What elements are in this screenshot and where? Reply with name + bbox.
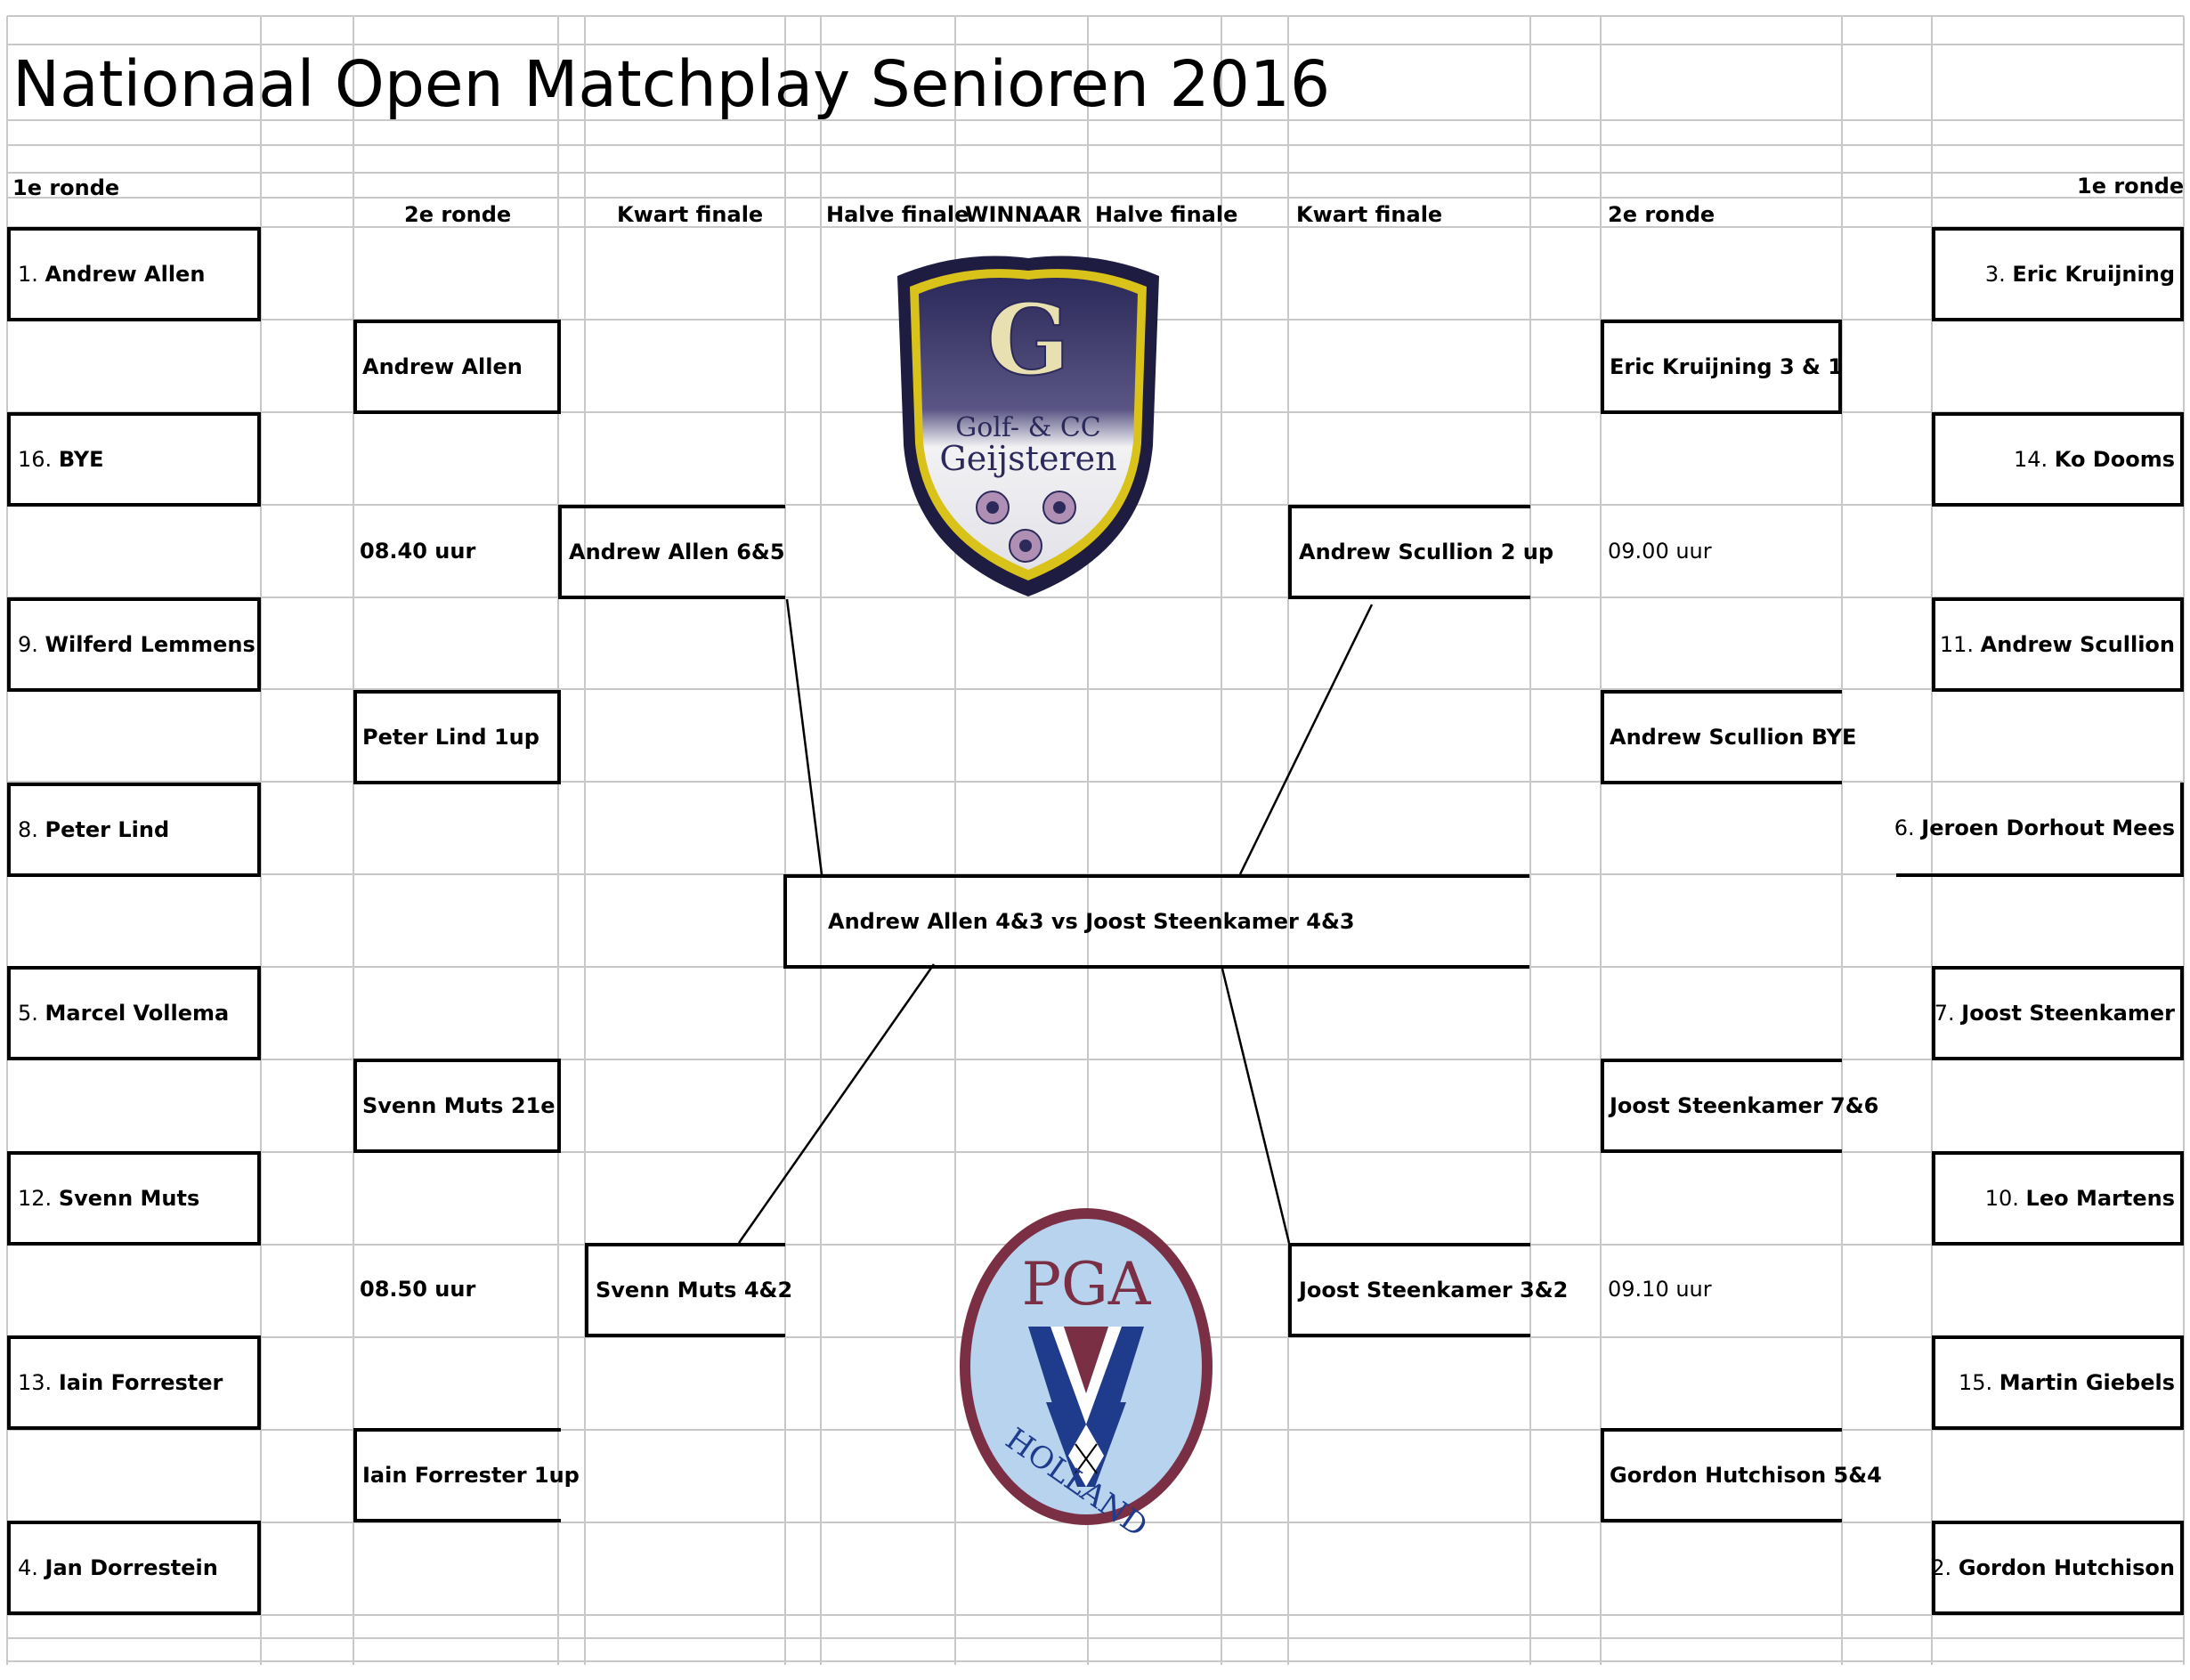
left-round1-slot-8: 4. Jan Dorrestein (7, 1521, 261, 1615)
seed-number: 15. (1958, 1370, 1993, 1395)
club-name-line1: Golf- & CC (955, 412, 1100, 443)
right-round1-slot-1: 3. Eric Kruijning (1932, 227, 2184, 321)
left-round1-slot-3: 9. Wilferd Lemmens (7, 597, 261, 692)
player-name: Ko Dooms (2054, 447, 2175, 472)
seed-number: 2. (1931, 1555, 1952, 1580)
player-name: Jeroen Dorhout Mees (1921, 816, 2175, 840)
header-right-round1: 1e ronde (2077, 174, 2185, 199)
left-round1-slot-5: 5. Marcel Vollema (7, 966, 261, 1060)
seed-number: 13. (18, 1370, 53, 1395)
seed-number: 3. (1984, 262, 2006, 287)
final-match: Andrew Allen 4&3 vs Joost Steenkamer 4&3 (783, 874, 1529, 969)
player-name: Peter Lind (45, 817, 170, 842)
right-round1-slot-3: 11. Andrew Scullion (1932, 597, 2184, 692)
right-round2-slot-1: Eric Kruijning 3 & 1 (1601, 320, 1843, 414)
player-name: Iain Forrester (58, 1370, 223, 1395)
right-round1-slot-2: 14. Ko Dooms (1932, 412, 2184, 507)
header-right-quarterfinal: Kwart finale (1296, 202, 1443, 227)
header-left-round2: 2e ronde (404, 202, 512, 227)
left-round1-slot-2: 16. BYE (7, 412, 261, 507)
right-round2-slot-4: Gordon Hutchison 5&4 (1601, 1428, 1882, 1522)
rose-icon (976, 491, 1076, 563)
left-round1-slot-4: 8. Peter Lind (7, 783, 261, 877)
player-name: Jan Dorrestein (45, 1555, 218, 1580)
right-tee-time-1: 09.00 uur (1608, 539, 1712, 564)
connector-right-qf2-to-final (1221, 968, 1291, 1244)
player-name: Svenn Muts (58, 1186, 200, 1211)
seed-number: 16. (18, 447, 53, 472)
pga-holland-logo: PGA HOLLAND (960, 1208, 1213, 1545)
seed-number: 1. (18, 262, 38, 287)
seed-number: 9. (18, 632, 38, 657)
player-name: BYE (58, 447, 104, 472)
right-round1-slot-5: 7. Joost Steenkamer (1932, 966, 2184, 1060)
right-tee-time-2: 09.10 uur (1608, 1277, 1712, 1302)
player-name: Martin Giebels (1999, 1370, 2175, 1395)
player-name: Gordon Hutchison (1958, 1555, 2175, 1580)
seed-number: 12. (18, 1186, 53, 1211)
club-shield-logo: G Golf- & CC Geijsteren (897, 256, 1159, 597)
player-name: Eric Kruijning (2012, 262, 2175, 287)
club-name-line2: Geijsteren (939, 439, 1116, 478)
seed-number: 10. (1984, 1186, 2019, 1211)
left-round2-slot-1: Andrew Allen (353, 320, 561, 414)
header-right-semifinal: Halve finale (1095, 202, 1238, 227)
header-left-quarterfinal: Kwart finale (617, 202, 764, 227)
left-round2-slot-2: Peter Lind 1up (353, 690, 561, 784)
header-winner: WINNAAR (965, 202, 1083, 227)
seed-number: 11. (1939, 632, 1975, 657)
seed-number: 8. (18, 817, 38, 842)
player-name: Andrew Allen (45, 262, 206, 287)
player-name: Wilferd Lemmens (45, 632, 256, 657)
connector-left-qf2-to-final (737, 963, 936, 1244)
right-round1-slot-6: 10. Leo Martens (1932, 1151, 2184, 1246)
player-name: Joost Steenkamer (1961, 1001, 2175, 1026)
pga-text: PGA (1022, 1250, 1152, 1319)
seed-number: 6. (1894, 816, 1915, 840)
left-quarterfinal-slot-2: Svenn Muts 4&2 (585, 1243, 792, 1337)
right-round1-slot-4: 6. Jeroen Dorhout Mees (1894, 783, 2184, 877)
header-right-round2: 2e ronde (1608, 202, 1716, 227)
club-letter: G (986, 282, 1070, 397)
seed-number: 4. (18, 1555, 38, 1580)
player-name: Andrew Scullion (1980, 632, 2175, 657)
player-name: Leo Martens (2025, 1186, 2175, 1211)
connector-right-qf1-to-final (1238, 604, 1374, 875)
connector-left-qf1-to-final (785, 598, 823, 875)
seed-number: 5. (18, 1001, 38, 1026)
right-round1-slot-7: 15. Martin Giebels (1932, 1335, 2184, 1430)
left-tee-time-2: 08.50 uur (360, 1277, 476, 1302)
header-left-round1: 1e ronde (12, 175, 120, 200)
page-title: Nationaal Open Matchplay Senioren 2016 (12, 47, 1331, 121)
left-round1-slot-6: 12. Svenn Muts (7, 1151, 261, 1246)
left-round2-slot-4: Iain Forrester 1up (353, 1428, 580, 1522)
left-tee-time-1: 08.40 uur (360, 539, 476, 564)
seed-number: 14. (2013, 447, 2048, 472)
right-round2-slot-3: Joost Steenkamer 7&6 (1601, 1059, 1878, 1153)
right-round1-slot-8: 2. Gordon Hutchison (1931, 1521, 2184, 1615)
left-quarterfinal-slot-1: Andrew Allen 6&5 (558, 505, 785, 599)
left-round1-slot-1: 1. Andrew Allen (7, 227, 261, 321)
left-round1-slot-7: 13. Iain Forrester (7, 1335, 261, 1430)
right-quarterfinal-slot-2: Joost Steenkamer 3&2 (1288, 1243, 1568, 1337)
header-left-semifinal: Halve finale (826, 202, 969, 227)
left-round2-slot-3: Svenn Muts 21e (353, 1059, 561, 1153)
right-quarterfinal-slot-1: Andrew Scullion 2 up (1288, 505, 1553, 599)
right-round2-slot-2: Andrew Scullion BYE (1601, 690, 1856, 784)
seed-number: 7. (1934, 1001, 1955, 1026)
player-name: Marcel Vollema (45, 1001, 230, 1026)
